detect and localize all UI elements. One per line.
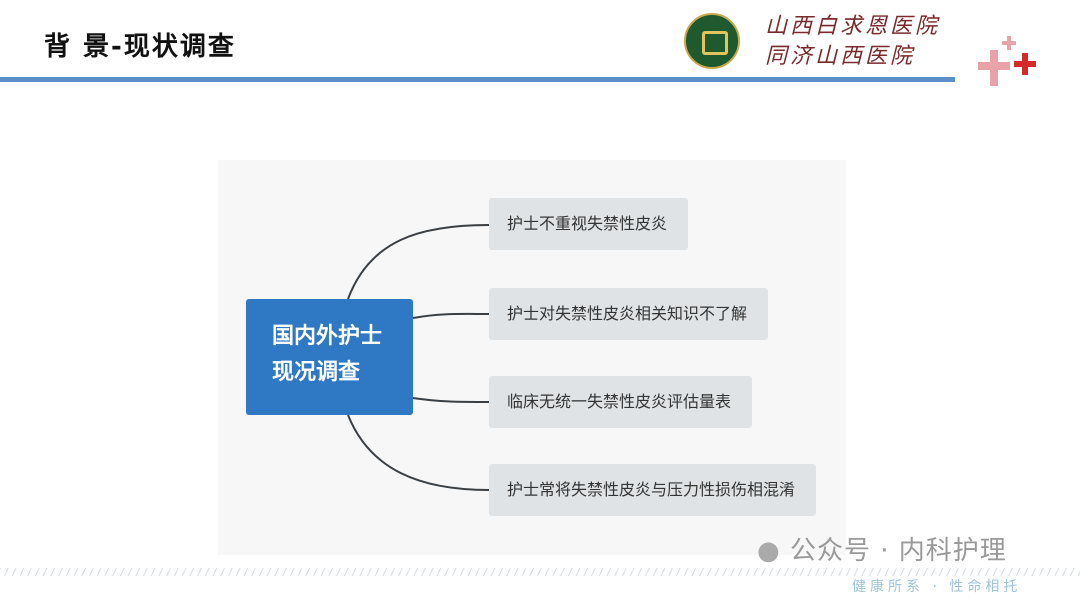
hospital-name-line1: 山西白求恩医院 <box>765 14 941 39</box>
wechat-icon: ● <box>757 536 781 566</box>
page-title: 背 景-现状调查 <box>44 32 236 62</box>
branch-node: 护士不重视失禁性皮炎 <box>489 198 688 250</box>
header-divider <box>0 77 955 82</box>
hospital-logo-icon <box>684 13 740 69</box>
branch-node: 临床无统一失禁性皮炎评估量表 <box>489 376 752 428</box>
watermark-text: 公众号 · 内科护理 <box>789 536 1007 566</box>
center-line2: 现况调查 <box>272 360 361 385</box>
center-line1: 国内外护士 <box>272 324 383 349</box>
mindmap-center-node: 国内外护士 现况调查 <box>246 299 413 415</box>
watermark: ● 公众号 · 内科护理 <box>757 536 1007 566</box>
footer-stripes <box>0 568 1080 576</box>
hospital-name: 山西白求恩医院 同济山西医院 <box>765 12 940 72</box>
branch-node: 护士对失禁性皮炎相关知识不了解 <box>489 288 768 340</box>
slogan: 健康所系 · 性命相托 <box>852 579 1022 595</box>
branch-node: 护士常将失禁性皮炎与压力性损伤相混淆 <box>489 464 816 516</box>
hospital-name-line2: 同济山西医院 <box>765 44 916 69</box>
